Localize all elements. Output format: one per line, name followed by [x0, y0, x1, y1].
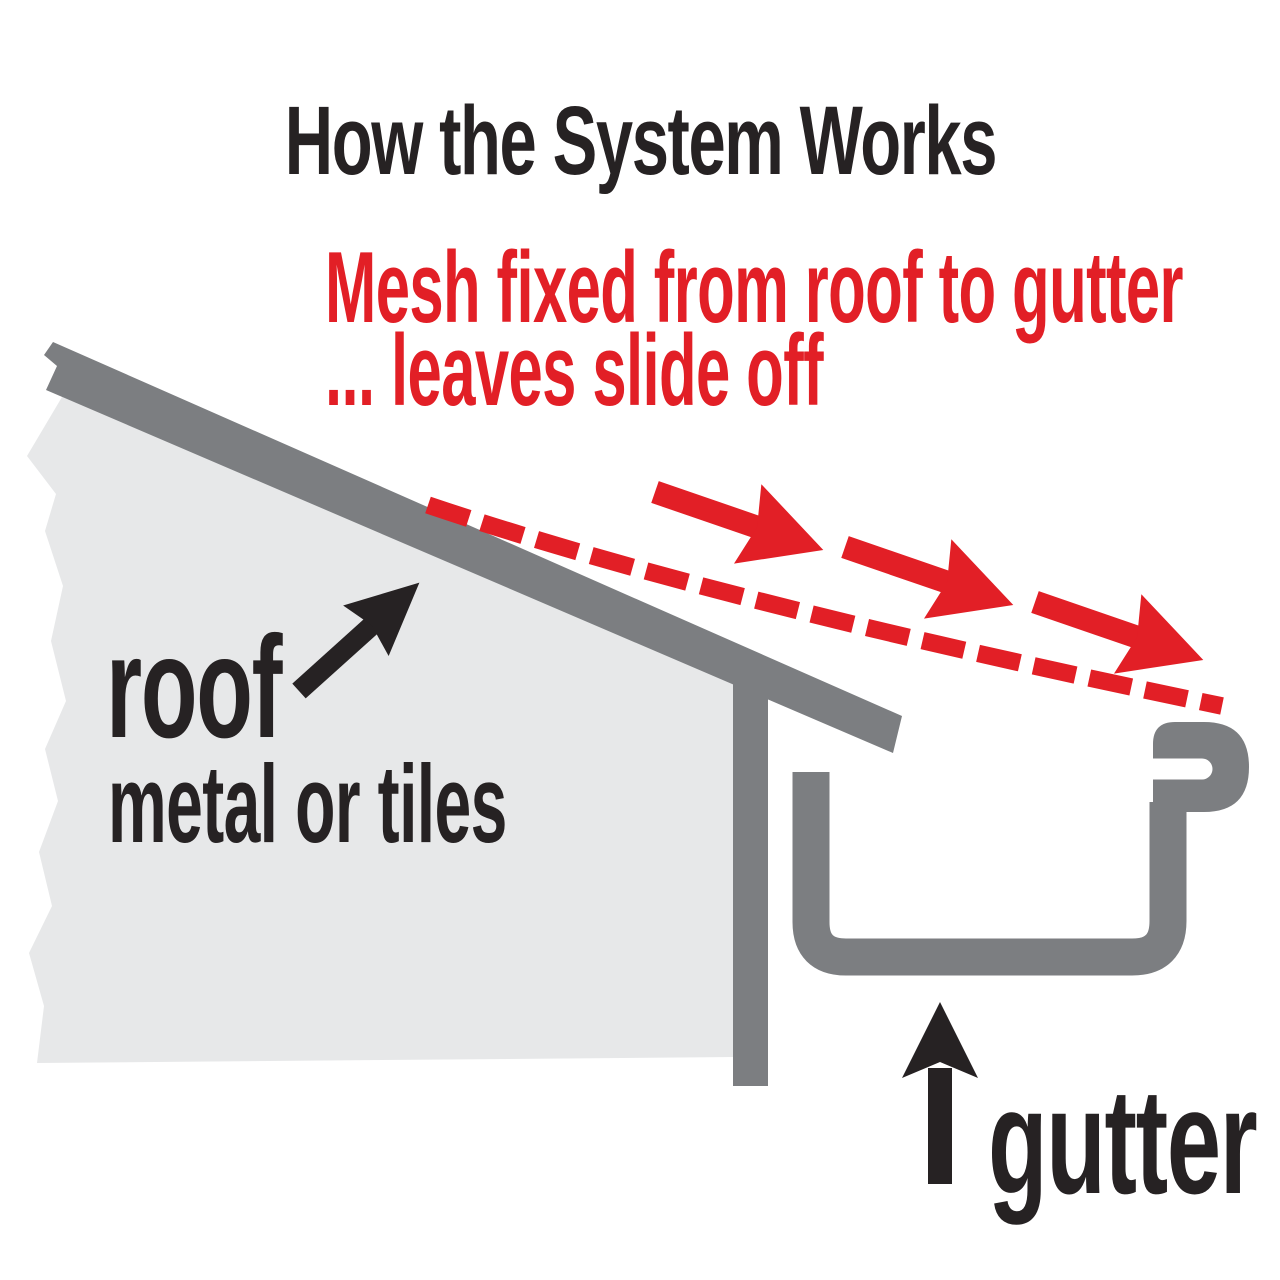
roof-pointer-arrow-icon	[292, 582, 420, 699]
gutter-profile	[792, 772, 1187, 976]
mesh-dashed-line	[425, 496, 1224, 715]
mesh-callout-line2: ... leaves slide off	[325, 315, 824, 427]
roof-label: roof	[106, 606, 283, 768]
wall-panel	[27, 397, 736, 1063]
roof-panel	[44, 342, 902, 753]
roof-material-label: metal or tiles	[108, 743, 507, 866]
leaf-arrow-icon	[651, 481, 824, 564]
gutter-label: gutter	[988, 1057, 1258, 1225]
leaf-arrow-icon	[841, 536, 1014, 619]
leaf-flow-arrows	[651, 481, 1204, 674]
gutter-pointer-arrow-icon	[902, 1002, 978, 1184]
page-title-wrap: How the System Works	[0, 92, 1280, 189]
leaf-arrow-icon	[1031, 591, 1204, 674]
page-title: How the System Works	[284, 86, 997, 195]
fascia-board	[733, 658, 768, 1086]
mesh-callout-line1: Mesh fixed from roof to gutter	[325, 232, 1184, 344]
